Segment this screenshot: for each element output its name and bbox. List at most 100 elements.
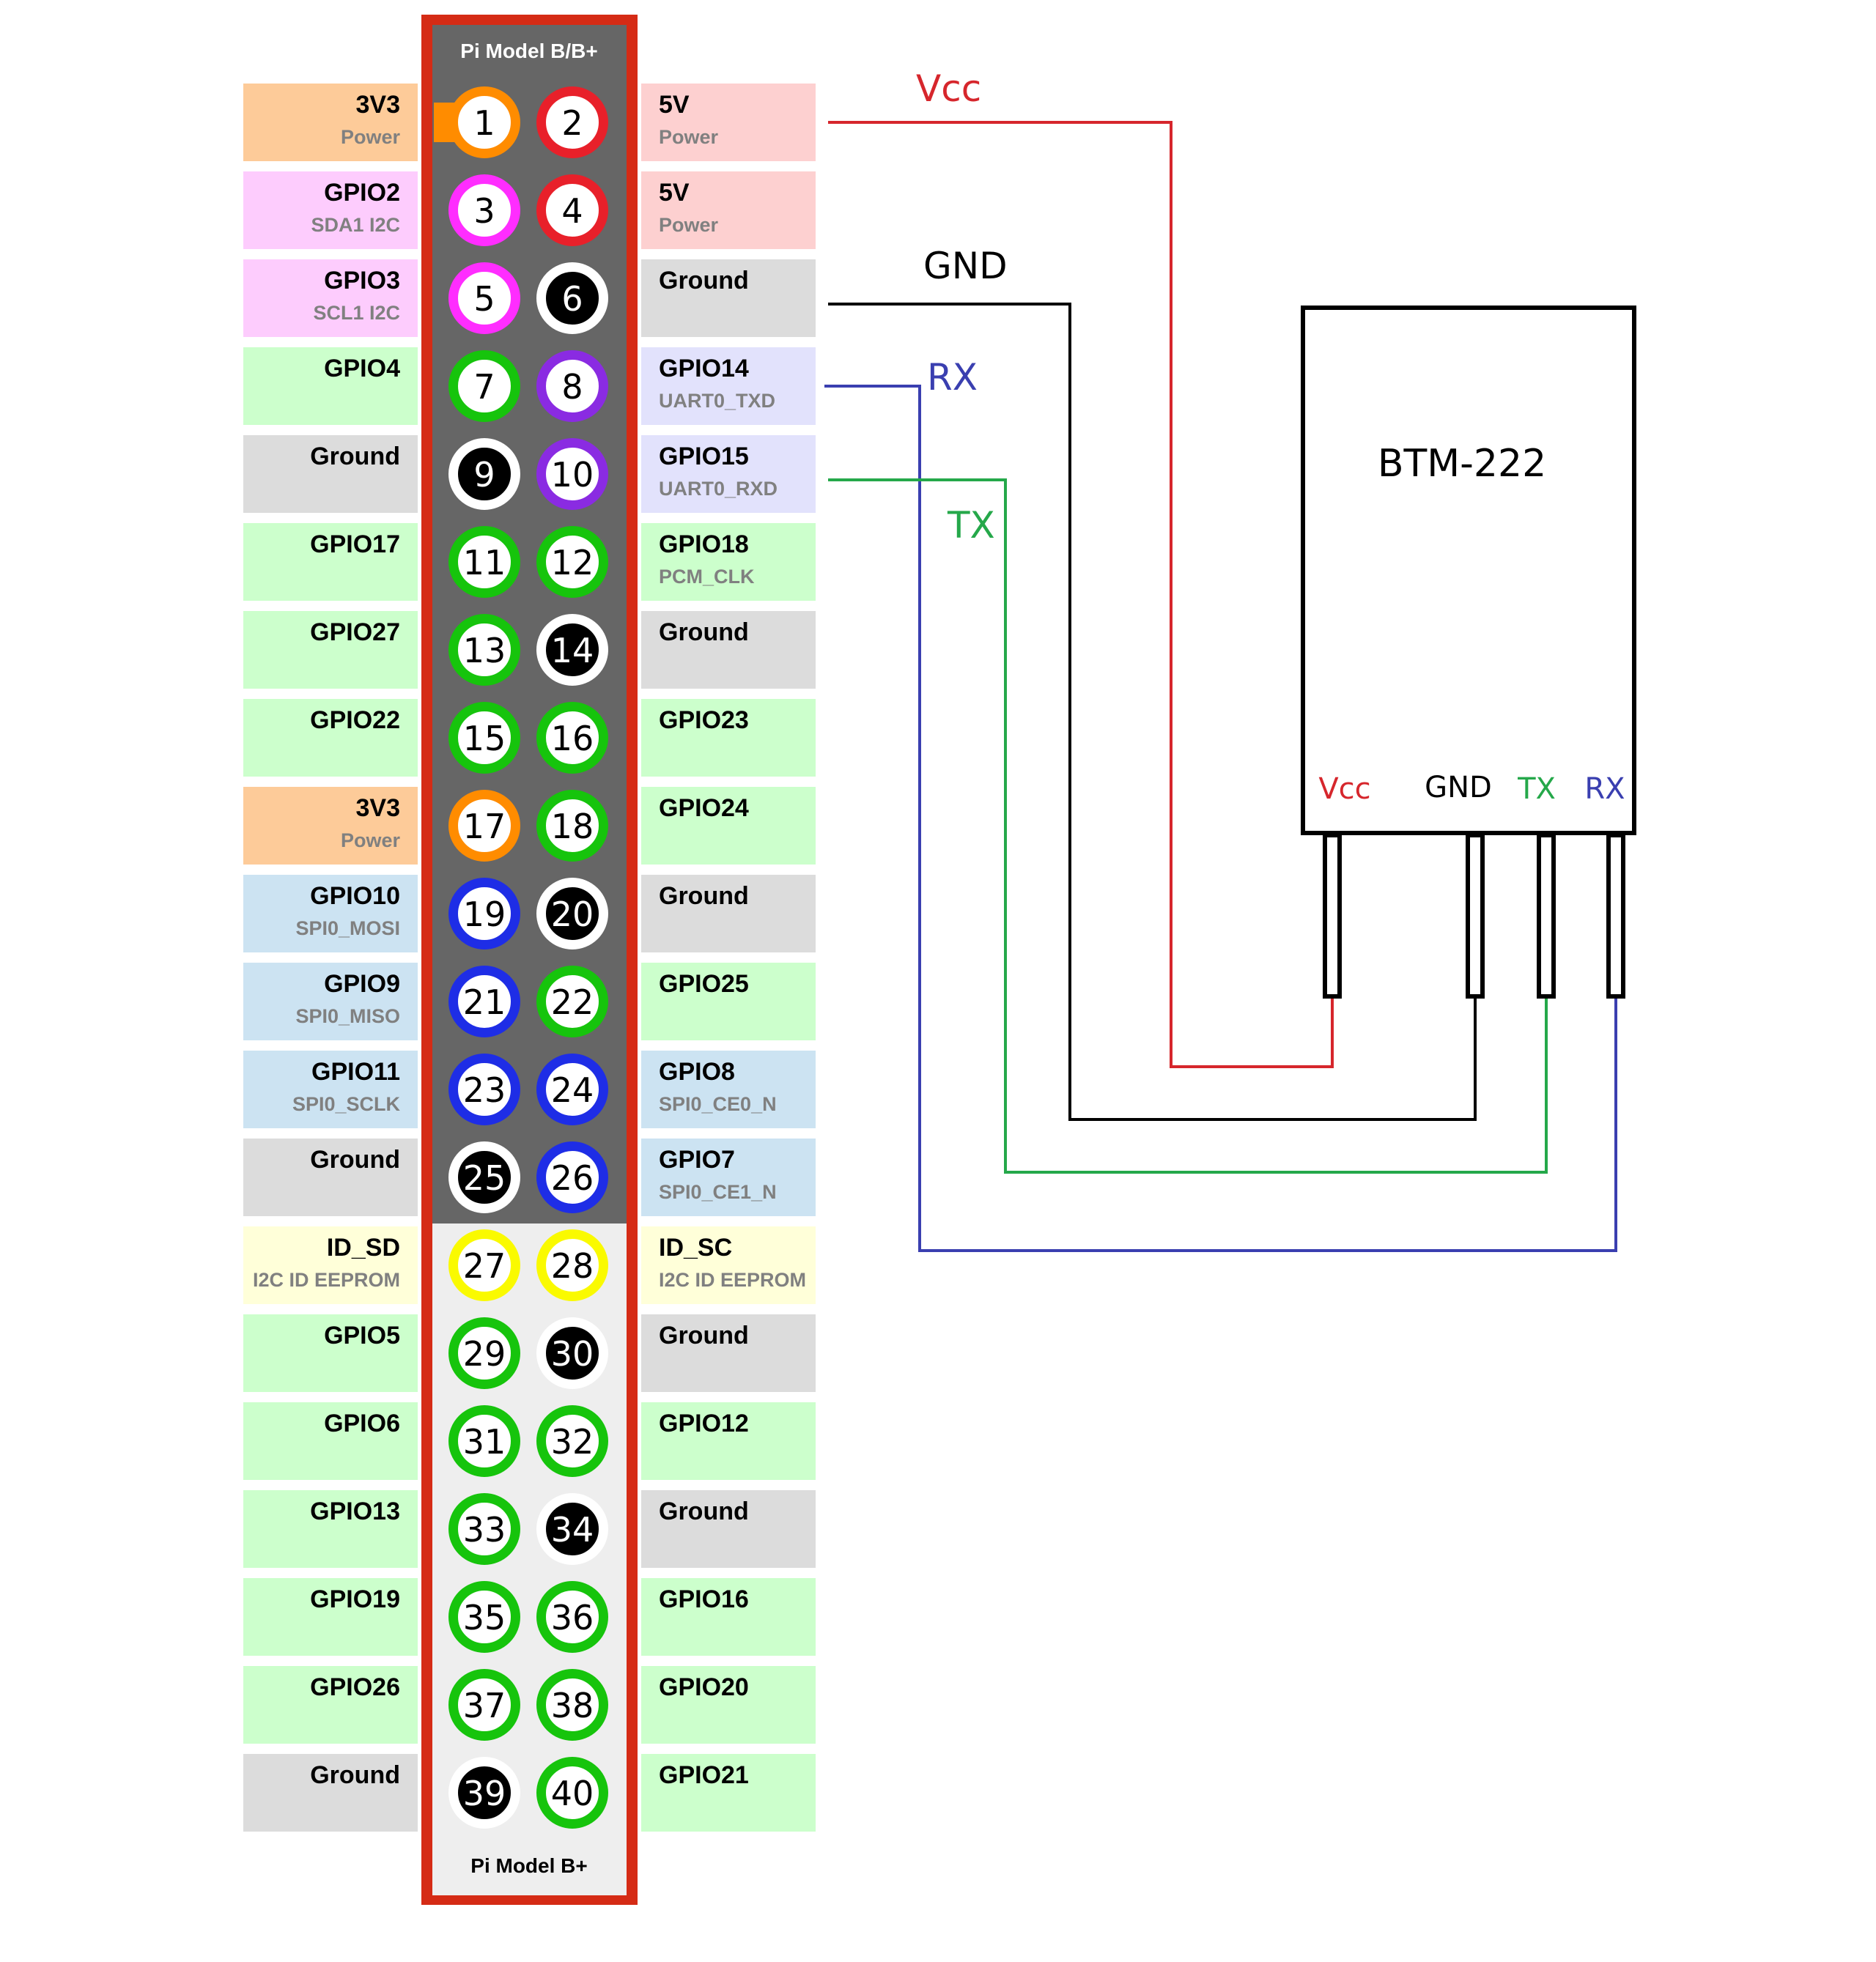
pin-label-box-34: [641, 1490, 816, 1568]
pin-number-29: 29: [463, 1334, 506, 1374]
module-title: BTM-222: [1378, 442, 1546, 486]
pin-function-26: SPI0_CE1_N: [659, 1181, 777, 1203]
pin-label-box-26: [641, 1139, 816, 1216]
pin-name-22: GPIO25: [659, 970, 749, 998]
pin-label-box-6: [641, 259, 816, 337]
pin-15-circle: [448, 702, 520, 774]
pin-name-31: GPIO6: [324, 1410, 400, 1437]
pin-number-22: 22: [551, 982, 594, 1022]
pin-number-12: 12: [551, 543, 594, 582]
pin-number-3: 3: [473, 191, 495, 231]
pin-name-39: Ground: [310, 1761, 400, 1789]
pin-5-circle: [448, 262, 520, 334]
wire-vcc: [828, 121, 1334, 1068]
pin-label-box-40: [641, 1754, 816, 1832]
pin-name-1: 3V3: [356, 91, 401, 119]
wire-tx: [828, 478, 1548, 1174]
pin-number-38: 38: [551, 1686, 594, 1725]
pin-name-14: Ground: [659, 618, 749, 646]
pin-label-box-9: [243, 435, 418, 513]
pin-number-4: 4: [561, 191, 583, 231]
pin-label-box-24: [641, 1051, 816, 1128]
pin-name-21: GPIO9: [324, 970, 400, 998]
pin-number-40: 40: [551, 1774, 594, 1813]
pin-function-5: SCL1 I2C: [313, 302, 400, 324]
pin-17-circle: [448, 790, 520, 862]
pin-label-box-14: [641, 611, 816, 689]
pin-function-12: PCM_CLK: [659, 566, 755, 588]
pin-name-27: ID_SD: [327, 1234, 400, 1262]
pin-14-circle: [536, 614, 608, 686]
pin-name-26: GPIO7: [659, 1146, 735, 1174]
pin-label-box-7: [243, 347, 418, 425]
pin-name-34: Ground: [659, 1498, 749, 1525]
pin-33-circle: [448, 1493, 520, 1565]
pin-1-circle: [448, 86, 520, 158]
pin-number-30: 30: [551, 1334, 594, 1374]
pin-label-box-22: [641, 963, 816, 1040]
pin-label-box-20: [641, 875, 816, 952]
pin-label-box-15: [243, 699, 418, 777]
pin-3-circle: [448, 174, 520, 246]
pin-24-circle: [536, 1054, 608, 1125]
pin-label-box-28: [641, 1226, 816, 1304]
wire-gnd: [828, 303, 1477, 1121]
pin-number-13: 13: [463, 631, 506, 670]
pin-22-circle: [536, 966, 608, 1037]
pin-function-17: Power: [341, 829, 401, 851]
pin-label-box-38: [641, 1666, 816, 1744]
pin-number-9: 9: [473, 455, 495, 495]
pin-label-box-23: [243, 1051, 418, 1128]
pin-name-36: GPIO16: [659, 1585, 749, 1613]
pin-function-21: SPI0_MISO: [295, 1005, 400, 1027]
pin-name-4: 5V: [659, 179, 690, 207]
pin-31-circle: [448, 1405, 520, 1477]
pin-number-5: 5: [473, 279, 495, 319]
pin-20-circle: [536, 878, 608, 949]
pin-label-box-37: [243, 1666, 418, 1744]
pin-number-32: 32: [551, 1422, 594, 1462]
pin-19-circle: [448, 878, 520, 949]
pin-number-8: 8: [561, 367, 583, 407]
pin-function-23: SPI0_SCLK: [292, 1093, 401, 1115]
pin-function-10: UART0_RXD: [659, 478, 778, 500]
pin-number-37: 37: [463, 1686, 506, 1725]
pin-number-36: 36: [551, 1598, 594, 1637]
module-pin-leg-tx: [1537, 833, 1556, 999]
pin-18-circle: [536, 790, 608, 862]
pin-name-25: Ground: [310, 1146, 400, 1174]
board-bottom-label: Pi Model B+: [470, 1854, 587, 1877]
pin-29-circle: [448, 1317, 520, 1389]
pin-name-8: GPIO14: [659, 355, 749, 382]
pin-name-5: GPIO3: [324, 267, 400, 295]
pin-name-24: GPIO8: [659, 1058, 735, 1086]
pin-name-13: GPIO27: [310, 618, 400, 646]
pin-label-box-3: [243, 171, 418, 249]
pin-37-circle: [448, 1669, 520, 1741]
pin-6-circle: [536, 262, 608, 334]
pin-function-28: I2C ID EEPROM: [659, 1269, 806, 1291]
pin-16-circle: [536, 702, 608, 774]
module-pin-label-tx: TX: [1517, 772, 1556, 806]
pin-label-box-27: [243, 1226, 418, 1304]
pin-label-box-10: [641, 435, 816, 513]
pin-label-box-2: [641, 84, 816, 161]
pin-number-31: 31: [463, 1422, 506, 1462]
pin-23-circle: [448, 1054, 520, 1125]
pin-label-box-13: [243, 611, 418, 689]
wires: [824, 121, 1617, 1252]
pin-label-box-33: [243, 1490, 418, 1568]
pin-label-box-19: [243, 875, 418, 952]
pin-number-25: 25: [463, 1158, 506, 1198]
pin-32-circle: [536, 1405, 608, 1477]
module-body: [1301, 306, 1636, 835]
pin-function-4: Power: [659, 214, 719, 236]
pin-name-2: 5V: [659, 91, 690, 119]
pin-27-circle: [448, 1229, 520, 1301]
pin-38-circle: [536, 1669, 608, 1741]
pin-number-16: 16: [551, 719, 594, 758]
pin-number-26: 26: [551, 1158, 594, 1198]
pin-35-circle: [448, 1581, 520, 1653]
pin-label-box-36: [641, 1578, 816, 1656]
